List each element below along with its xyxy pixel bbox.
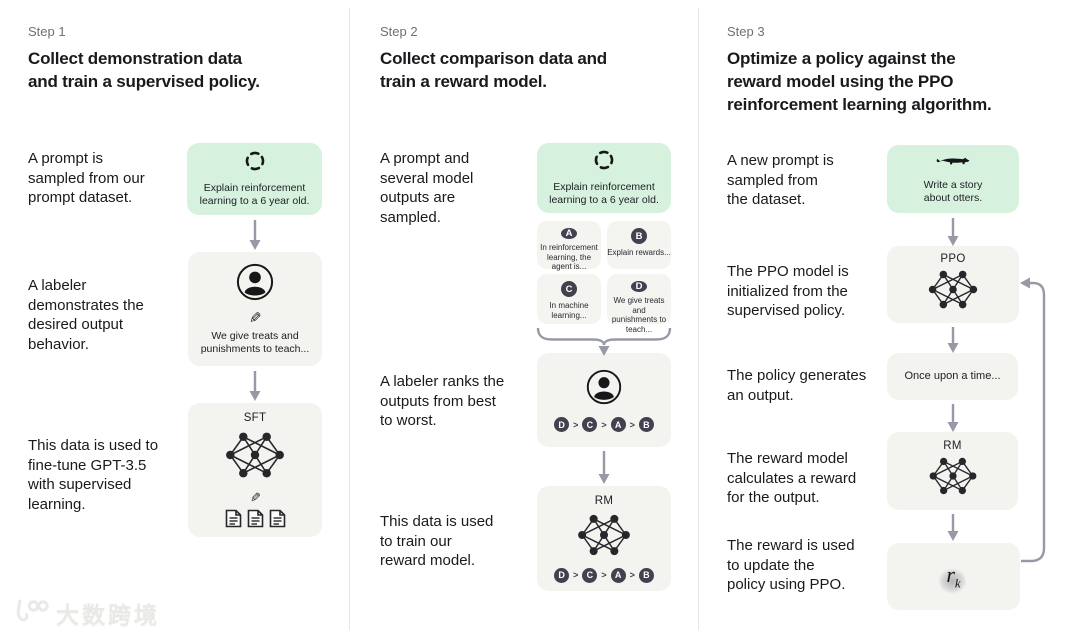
step3-output-box: Once upon a time... (887, 353, 1018, 400)
step3-prompt-box: Write a story about otters. (887, 145, 1019, 213)
rm-label: RM (943, 440, 962, 452)
step2-prompt-text: Explain reinforcement learning to a 6 ye… (549, 181, 659, 206)
ranking-row: D > C > A > B (554, 417, 654, 432)
pencil-icon: ✎ (248, 310, 262, 327)
step3-caption-output: The policy generates an output. (727, 367, 867, 404)
output-text-b: Explain rewards... (607, 248, 671, 257)
output-box-d: D We give treats and punishments to teac… (607, 274, 671, 334)
step2-rm-box: RM D > C > A (537, 486, 671, 591)
step2-label: Step 2 (380, 24, 418, 39)
ppo-label: PPO (940, 253, 966, 265)
rank-separator: > (573, 570, 579, 580)
rank-separator: > (601, 570, 607, 580)
watermark-text: 大数跨境 (56, 602, 160, 628)
step2-prompt-box: Explain reinforcement learning to a 6 ye… (537, 143, 671, 213)
watermark: 大数跨境 (12, 596, 160, 630)
step1-caption-labeler: A labeler demonstrates the desired outpu… (28, 277, 144, 353)
step2-title: Collect comparison data and train a rewa… (380, 49, 607, 91)
step3-caption-prompt: A new prompt is sampled from the dataset… (727, 152, 834, 208)
pencil-icon: ✎ (249, 490, 261, 505)
output-badge-a: A (561, 228, 577, 239)
rank-separator: > (629, 570, 635, 580)
step1-prompt-box: Explain reinforcement learning to a 6 ye… (187, 143, 322, 215)
labeler-person-icon (585, 368, 623, 411)
step2-caption-prompt: A prompt and several model outputs are s… (380, 150, 474, 226)
step3-output-text: Once upon a time... (904, 370, 1001, 382)
watermark-logo-icon (12, 596, 50, 630)
step2-caption-rank: A labeler ranks the outputs from best to… (380, 373, 505, 429)
output-badge-c: C (561, 281, 577, 297)
step3-title: Optimize a policy against the reward mod… (727, 49, 992, 114)
neural-net-icon (927, 455, 979, 502)
step2-rank-box: D > C > A > B (537, 353, 671, 447)
ranking-row: D > C > A > B (554, 567, 654, 583)
step2-caption-train: This data is used to train our reward mo… (380, 513, 494, 569)
rank-badge: D (554, 567, 570, 583)
rank-badge: D (554, 417, 570, 432)
column-divider (349, 8, 350, 630)
sft-label: SFT (243, 412, 267, 424)
step1-labeler-box: ✎ We give treats and punishments to teac… (188, 252, 322, 366)
output-box-b: B Explain rewards... (607, 221, 671, 269)
rank-separator: > (573, 419, 579, 430)
reward-value-icon: rk (946, 561, 961, 591)
step1-title: Collect demonstration data and train a s… (28, 49, 260, 91)
rank-badge: B (638, 417, 654, 432)
rank-separator: > (601, 419, 607, 430)
output-text-a: In reinforcement learning, the agent is.… (540, 243, 598, 271)
step3-label: Step 3 (727, 24, 765, 39)
sampling-cycle-icon (244, 150, 266, 177)
step3-caption-reward: The reward model calculates a reward for… (727, 450, 857, 506)
output-text-c: In machine learning... (549, 301, 589, 320)
rank-badge: C (582, 417, 598, 432)
step1-caption-finetune: This data is used to fine-tune GPT-3.5 w… (28, 437, 159, 513)
rank-separator: > (629, 419, 635, 430)
otter-icon (936, 153, 970, 174)
neural-net-icon (575, 512, 633, 563)
output-box-a: A In reinforcement learning, the agent i… (537, 221, 601, 271)
rm-label: RM (594, 494, 614, 507)
column-divider (698, 8, 699, 630)
labeler-person-icon (235, 262, 275, 307)
neural-net-icon (926, 268, 980, 316)
step3-caption-update: The reward is used to update the policy … (727, 537, 855, 593)
step1-sft-box: SFT ✎ (188, 403, 322, 537)
rank-badge: A (610, 567, 626, 583)
neural-net-icon (222, 429, 288, 486)
output-box-c: C In machine learning... (537, 274, 601, 324)
step3-reward-box: rk (887, 543, 1020, 610)
step1-prompt-text: Explain reinforcement learning to a 6 ye… (199, 182, 310, 207)
rank-badge: C (582, 567, 598, 583)
step1-label: Step 1 (28, 24, 66, 39)
rank-badge: B (638, 567, 654, 583)
step3-ppo-box: PPO (887, 246, 1019, 323)
sampling-cycle-icon (593, 149, 615, 176)
step1-caption-prompt: A prompt is sampled from our prompt data… (28, 150, 145, 206)
step3-caption-init: The PPO model is initialized from the su… (727, 263, 849, 319)
output-badge-b: B (631, 228, 647, 244)
documents-icon (225, 509, 286, 528)
step3-rm-box: RM (887, 432, 1018, 510)
watermark-smudge (932, 563, 971, 598)
output-text-d: We give treats and punishments to teach.… (611, 296, 667, 334)
output-badge-d: D (631, 281, 647, 292)
rank-badge: A (610, 417, 626, 432)
step1-labeler-text: We give treats and punishments to teach.… (200, 330, 310, 355)
step3-prompt-text: Write a story about otters. (923, 179, 983, 204)
